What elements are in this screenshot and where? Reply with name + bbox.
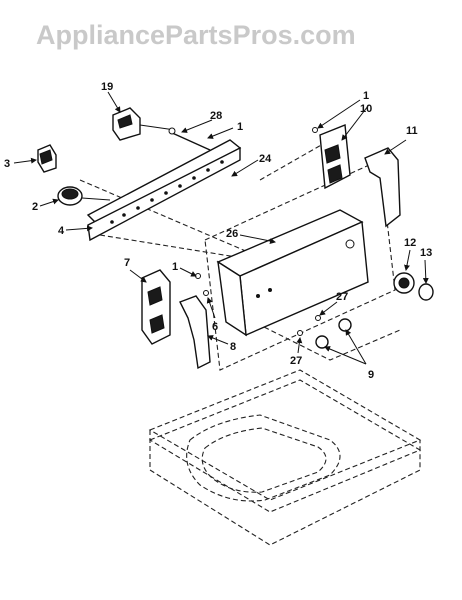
callout-1-left: 1 bbox=[172, 261, 178, 273]
end-cap-left bbox=[141, 269, 171, 345]
callout-28: 28 bbox=[210, 110, 222, 122]
left-bracket bbox=[179, 295, 211, 370]
timer-knob bbox=[57, 186, 111, 206]
knob-assembly bbox=[393, 272, 434, 301]
callout-27-lower: 27 bbox=[290, 355, 302, 367]
callout-8: 8 bbox=[230, 341, 236, 353]
panel-guide-outline bbox=[79, 139, 401, 371]
callout-10: 10 bbox=[360, 103, 372, 115]
leader-lines bbox=[13, 91, 429, 365]
callout-13: 13 bbox=[420, 247, 432, 259]
lower-knobs bbox=[297, 315, 352, 349]
control-panel bbox=[216, 209, 369, 337]
callout-9: 9 bbox=[368, 369, 374, 381]
callout-1-top: 1 bbox=[363, 90, 369, 102]
callout-labels: 1 10 11 19 28 1 24 3 2 4 26 12 13 7 1 6 … bbox=[4, 81, 432, 381]
small-switch bbox=[37, 144, 57, 173]
timer-switch bbox=[112, 107, 176, 141]
callout-26: 26 bbox=[226, 228, 238, 240]
screws-left bbox=[195, 273, 209, 296]
callout-27-upper: 27 bbox=[336, 291, 348, 303]
control-rail bbox=[86, 139, 242, 242]
callout-19: 19 bbox=[101, 81, 113, 93]
callout-3: 3 bbox=[4, 158, 10, 170]
end-cap-right bbox=[364, 147, 401, 228]
callout-1-rod: 1 bbox=[237, 121, 243, 133]
cabinet-top-outline bbox=[148, 369, 422, 546]
right-bracket bbox=[312, 124, 351, 190]
rod-28 bbox=[168, 127, 211, 151]
watermark-text: AppliancePartsPros.com bbox=[36, 20, 356, 50]
callout-4: 4 bbox=[58, 225, 65, 237]
callout-6: 6 bbox=[212, 321, 218, 333]
callout-2: 2 bbox=[32, 201, 38, 213]
callout-12: 12 bbox=[404, 237, 416, 249]
callout-24: 24 bbox=[259, 153, 272, 165]
callout-7: 7 bbox=[124, 257, 130, 269]
callout-11: 11 bbox=[406, 125, 418, 137]
